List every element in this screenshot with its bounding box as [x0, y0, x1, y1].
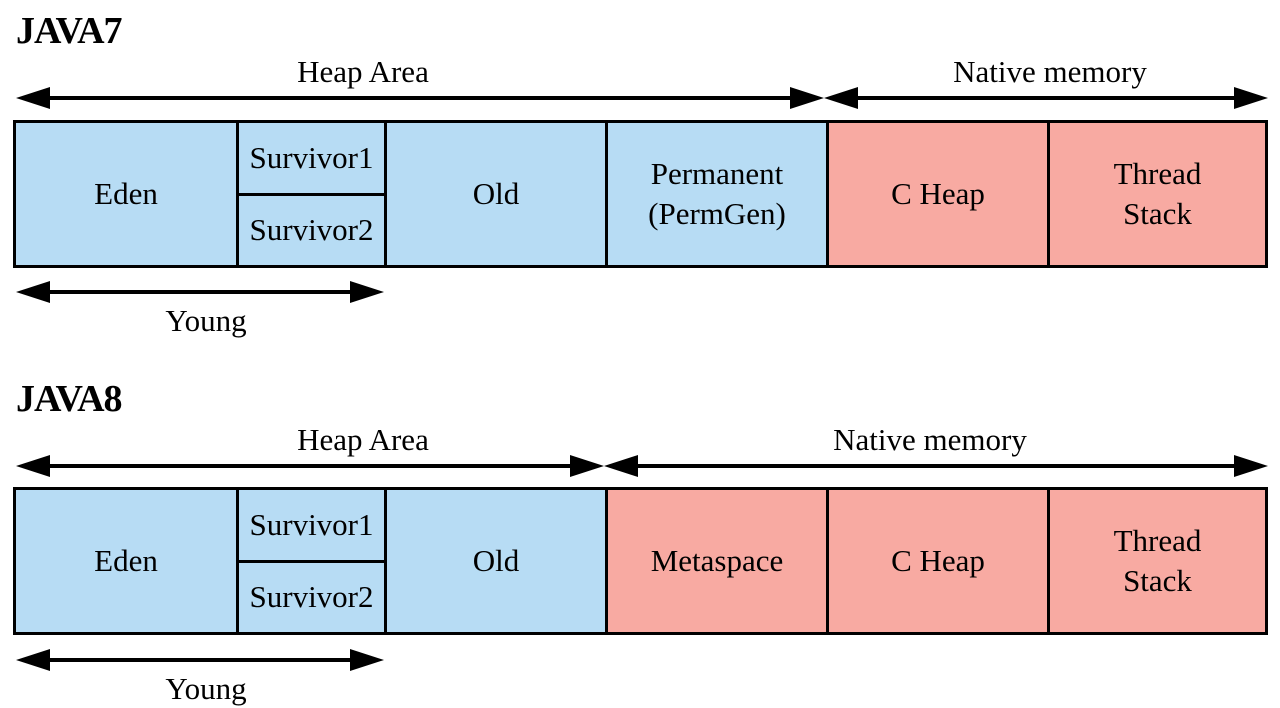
java7-survivor-cell: Survivor1 Survivor2	[239, 123, 387, 265]
java8-young-label: Young	[165, 671, 247, 706]
java8-heap-area-label: Heap Area	[297, 422, 429, 457]
java8-old-cell: Old	[387, 490, 608, 632]
java7-heading: JAVA7	[16, 10, 123, 52]
java8-survivor2-label: Survivor2	[249, 579, 374, 615]
java8-survivor2-cell: Survivor2	[239, 563, 384, 633]
java7-survivor2-label: Survivor2	[249, 212, 374, 248]
java7-survivor1-label: Survivor1	[249, 139, 374, 175]
java8-native-memory-arrow	[604, 451, 1268, 481]
java8-native-memory-label: Native memory	[833, 422, 1027, 457]
java7-memory-bar: Eden Survivor1 Survivor2 Old Permanent (…	[13, 120, 1268, 268]
java7-old-label: Old	[472, 176, 520, 211]
java8-eden-cell: Eden	[16, 490, 239, 632]
java7-young-arrow	[16, 277, 384, 307]
java8-heading: JAVA8	[16, 378, 123, 420]
java8-memory-bar: Eden Survivor1 Survivor2 Old Metaspace C…	[13, 487, 1268, 635]
java8-c-heap-label: C Heap	[891, 543, 985, 578]
java8-metaspace-label: Metaspace	[650, 543, 784, 578]
java8-metaspace-cell: Metaspace	[608, 490, 829, 632]
java7-permanent-cell: Permanent (PermGen)	[608, 123, 829, 265]
java7-eden-label: Eden	[94, 176, 158, 211]
java7-young-label: Young	[165, 303, 247, 338]
java8-thread-stack-label: Thread Stack	[1113, 523, 1202, 598]
java8-young-arrow	[16, 645, 384, 675]
java8-heap-area-arrow	[16, 451, 604, 481]
java7-survivor1-cell: Survivor1	[239, 123, 384, 196]
java7-c-heap-label: C Heap	[891, 176, 985, 211]
java8-c-heap-cell: C Heap	[829, 490, 1050, 632]
java7-native-memory-arrow	[824, 83, 1268, 113]
java7-eden-cell: Eden	[16, 123, 239, 265]
java8-thread-stack-cell: Thread Stack	[1050, 490, 1265, 632]
java7-c-heap-cell: C Heap	[829, 123, 1050, 265]
java7-old-cell: Old	[387, 123, 608, 265]
java7-native-memory-label: Native memory	[953, 54, 1147, 89]
java7-survivor2-cell: Survivor2	[239, 196, 384, 266]
java7-thread-stack-label: Thread Stack	[1113, 156, 1202, 231]
java7-heap-area-arrow	[16, 83, 824, 113]
java8-old-label: Old	[472, 543, 520, 578]
java8-eden-label: Eden	[94, 543, 158, 578]
java8-survivor1-label: Survivor1	[249, 506, 374, 542]
java8-survivor-cell: Survivor1 Survivor2	[239, 490, 387, 632]
java7-heap-area-label: Heap Area	[297, 54, 429, 89]
java7-permanent-label: Permanent (PermGen)	[648, 156, 786, 231]
java7-thread-stack-cell: Thread Stack	[1050, 123, 1265, 265]
java8-survivor1-cell: Survivor1	[239, 490, 384, 563]
